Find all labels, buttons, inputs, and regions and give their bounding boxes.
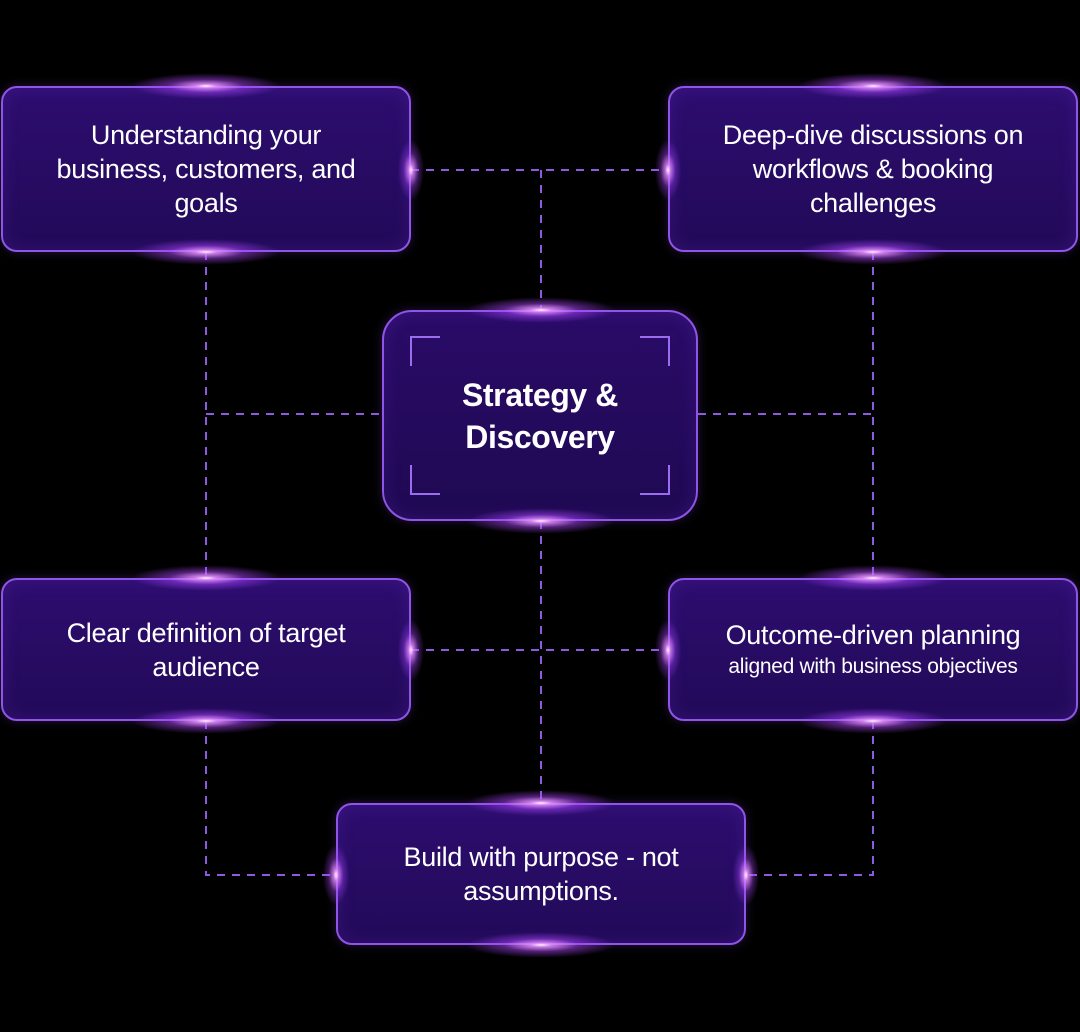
connector-left-to-bottom: [205, 721, 336, 876]
frame-corner-top-left: [410, 336, 440, 366]
node-target-audience-line1: Clear definition of target: [66, 617, 346, 648]
node-build-with-purpose: Build with purpose - not assumptions.: [336, 803, 746, 945]
frame-corner-bottom-left: [410, 465, 440, 495]
node-understanding-business-line3: goals: [174, 188, 238, 218]
frame-corner-top-right: [640, 336, 670, 366]
connector-right-to-bottom: [746, 721, 874, 876]
node-understanding-business: Understanding your business, customers, …: [1, 86, 411, 252]
node-build-with-purpose-line2: assumptions.: [463, 876, 619, 906]
center-title-line2: Discovery: [465, 418, 615, 455]
node-target-audience-line2: audience: [152, 651, 260, 682]
node-outcome-driven-planning-line2: aligned with business objectives: [728, 654, 1018, 678]
node-understanding-business-line2: business, customers, and: [56, 154, 356, 184]
node-deep-dive-discussions-line1: Deep-dive discussions on: [722, 120, 1024, 150]
node-strategy-discovery: Strategy & Discovery: [382, 310, 698, 521]
node-deep-dive-discussions-line3: challenges: [809, 188, 937, 218]
node-target-audience: Clear definition of target audience: [1, 578, 411, 721]
center-title-line1: Strategy &: [461, 376, 619, 413]
node-understanding-business-line1: Understanding your: [90, 120, 322, 150]
node-deep-dive-discussions-line2: workflows & booking: [752, 154, 994, 184]
frame-corner-bottom-right: [640, 465, 670, 495]
node-build-with-purpose-line1: Build with purpose - not: [403, 842, 679, 872]
node-deep-dive-discussions: Deep-dive discussions on workflows & boo…: [668, 86, 1078, 252]
node-outcome-driven-planning-line1: Outcome-driven planning: [725, 619, 1021, 650]
node-outcome-driven-planning: Outcome-driven planning aligned with bus…: [668, 578, 1078, 721]
